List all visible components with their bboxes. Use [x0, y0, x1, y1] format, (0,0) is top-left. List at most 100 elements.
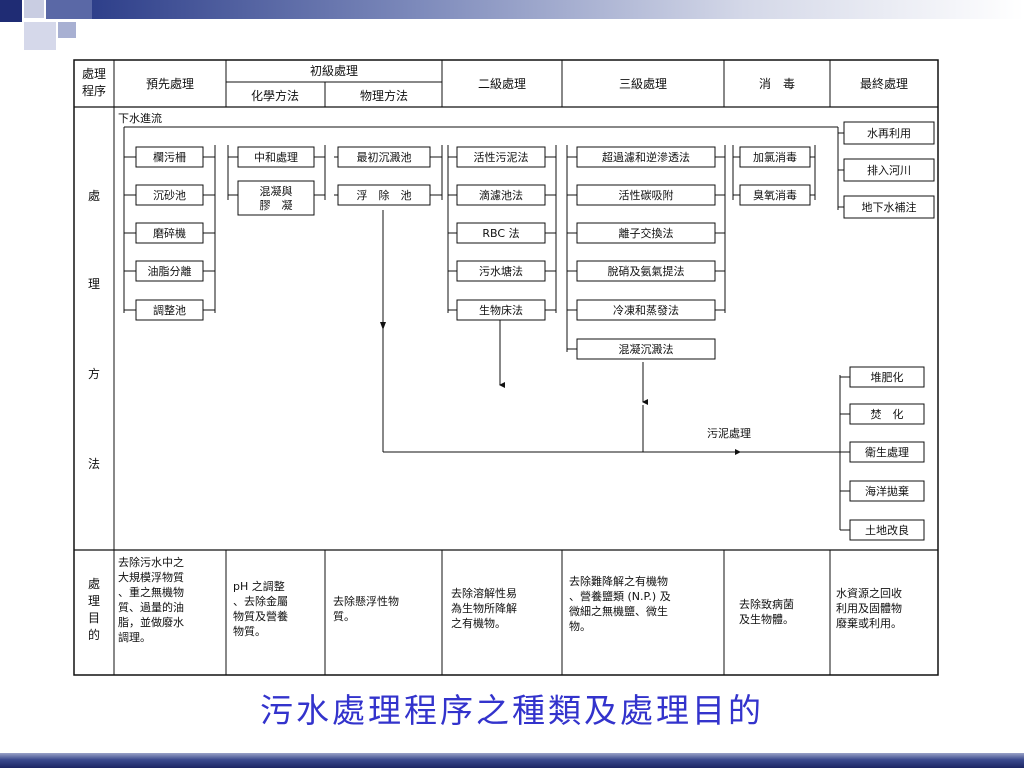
purpose-pretreatment-line-3: 、重之無機物 [118, 585, 184, 599]
header-physical: 物理方法 [360, 88, 408, 103]
sludge-box-5-label: 土地改良 [865, 523, 909, 537]
physical-box-flotation-frame [337, 184, 431, 206]
slide-caption: 污水處理程序之種類及處理目的 [260, 691, 764, 730]
sludge-box-1-frame [849, 366, 925, 388]
physical-box-flotation: 浮 除 池 [337, 184, 431, 206]
final-box-reuse-frame [843, 121, 935, 145]
purpose-chemical-line-3: 物質及營養 [233, 609, 288, 623]
final-box-groundwater-recharge-label: 地下水補注 [862, 200, 917, 214]
pretreatment-box-5: 調整池 [135, 299, 204, 321]
header-disinfection: 消 毒 [759, 77, 795, 91]
chemical-box-neutralization-label: 中和處理 [254, 150, 298, 164]
sludge-box-2-label: 焚 化 [871, 407, 904, 421]
pretreatment-box-2-frame [135, 184, 204, 206]
corner-square-small [58, 22, 76, 38]
corner-label-line1: 處理 [82, 67, 106, 81]
disinfection-box-ozone-frame [739, 184, 811, 206]
method-label-4: 法 [88, 457, 100, 471]
tertiary-box-6-frame [576, 338, 716, 360]
header-secondary: 二級處理 [478, 77, 526, 91]
final-box-reuse: 水再利用 [843, 121, 935, 145]
purpose-final-line-1: 水資源之回收 [836, 586, 902, 600]
final-box-groundwater-recharge: 地下水補注 [843, 195, 935, 219]
disinfection-box-chlorine: 加氯消毒 [739, 146, 811, 168]
secondary-box-4: 污水塘法 [456, 260, 546, 282]
pretreatment-box-3: 磨碎機 [135, 222, 204, 244]
method-label-2: 理 [88, 277, 100, 291]
purpose-pretreatment-line-1: 去除污水中之 [118, 555, 184, 569]
secondary-box-5-frame [456, 299, 546, 321]
secondary-box-2: 滴濾池法 [456, 184, 546, 206]
sludge-box-2-frame [849, 403, 925, 425]
final-box-river-discharge: 排入河川 [843, 158, 935, 182]
tertiary-box-2-label: 活性碳吸附 [619, 188, 674, 202]
method-row-label: 處 理 方 法 [88, 189, 100, 471]
secondary-box-3-label: RBC 法 [482, 226, 519, 240]
purpose-label-4: 的 [88, 627, 100, 642]
secondary-box-2-label: 滴濾池法 [479, 188, 523, 202]
tertiary-box-3: 離子交換法 [576, 222, 716, 244]
header-labels: 處理 程序 預先處理 初級處理 化學方法 物理方法 二級處理 三級處理 消 毒 … [82, 64, 908, 103]
tertiary-box-6-label: 混凝沉澱法 [619, 342, 674, 356]
secondary-box-5-label: 生物床法 [479, 303, 523, 317]
pretreatment-box-1-frame [135, 146, 204, 168]
pretreatment-box-2: 沉砂池 [135, 184, 204, 206]
secondary-box-4-frame [456, 260, 546, 282]
corner-square-mid [46, 0, 92, 19]
header-tertiary: 三級處理 [619, 77, 667, 91]
header-final: 最終處理 [860, 76, 908, 91]
purpose-tertiary-line-3: 微細之無機鹽、微生 [569, 604, 668, 618]
tertiary-box-1-label: 超過濾和逆滲透法 [602, 150, 690, 164]
pretreatment-box-5-label: 調整池 [153, 303, 186, 317]
purpose-label-3: 目 [88, 611, 100, 625]
purpose-final-line-3: 廢棄或利用。 [836, 616, 902, 630]
chemical-box-coagulation-label: 混凝與 [260, 184, 293, 198]
tertiary-box-3-label: 離子交換法 [619, 226, 674, 240]
final-box-river-discharge-frame [843, 158, 935, 182]
disinfection-box-chlorine-frame [739, 146, 811, 168]
purpose-label-2: 理 [88, 594, 100, 608]
sludge-box-5: 土地改良 [849, 519, 925, 541]
chemical-box-coagulation-label: 膠 凝 [260, 198, 293, 212]
header-chemical: 化學方法 [251, 88, 299, 103]
purpose-pretreatment-line-6: 調理。 [118, 630, 151, 644]
tertiary-box-4-label: 脫硝及氨氣提法 [608, 264, 685, 278]
secondary-box-5: 生物床法 [456, 299, 546, 321]
purpose-physical-line-1: 去除懸浮性物 [333, 594, 399, 608]
purpose-chemical-line-4: 物質。 [233, 624, 266, 638]
title-gradient-bar [92, 0, 1024, 19]
header-primary: 初級處理 [310, 64, 358, 78]
sludge-box-3-label: 衛生處理 [865, 445, 909, 459]
sludge-box-3-frame [849, 441, 925, 463]
disinfection-box-ozone: 臭氧消毒 [739, 184, 811, 206]
purpose-chemical-line-1: pH 之調整 [233, 579, 285, 593]
chemical-box-neutralization-frame [237, 146, 315, 168]
purpose-row-label: 處 理 目 的 [88, 577, 100, 642]
tertiary-box-5-frame [576, 299, 716, 321]
sludge-treatment-label: 污泥處理 [707, 426, 751, 440]
purpose-secondary-line-3: 之有機物。 [451, 616, 506, 630]
final-box-reuse-label: 水再利用 [867, 127, 911, 140]
purpose-label-1: 處 [88, 577, 100, 591]
pretreatment-box-3-label: 磨碎機 [153, 226, 186, 240]
sludge-box-4-label: 海洋拋棄 [865, 484, 909, 498]
tertiary-box-1: 超過濾和逆滲透法 [576, 146, 716, 168]
purpose-physical-line-2: 質。 [333, 609, 355, 623]
flow-lines [123, 126, 850, 531]
purpose-tertiary-line-2: 、營養鹽類 (N.P.) 及 [569, 589, 671, 603]
chemical-box-neutralization: 中和處理 [237, 146, 315, 168]
pretreatment-box-5-frame [135, 299, 204, 321]
header-pretreatment: 預先處理 [146, 77, 194, 91]
purpose-pretreatment-line-5: 脂，並做廢水 [118, 615, 184, 629]
tertiary-box-5-label: 冷凍和蒸發法 [613, 303, 679, 317]
tertiary-box-1-frame [576, 146, 716, 168]
final-box-groundwater-recharge-frame [843, 195, 935, 219]
sewage-inflow-label: 下水進流 [118, 111, 162, 125]
purpose-chemical-line-2: 、去除金屬 [233, 594, 288, 608]
pretreatment-box-4-label: 油脂分離 [148, 264, 192, 278]
purpose-final-line-2: 利用及固體物 [836, 601, 902, 615]
method-label-3: 方 [88, 366, 100, 381]
purpose-pretreatment-line-2: 大規模浮物質 [118, 570, 184, 584]
